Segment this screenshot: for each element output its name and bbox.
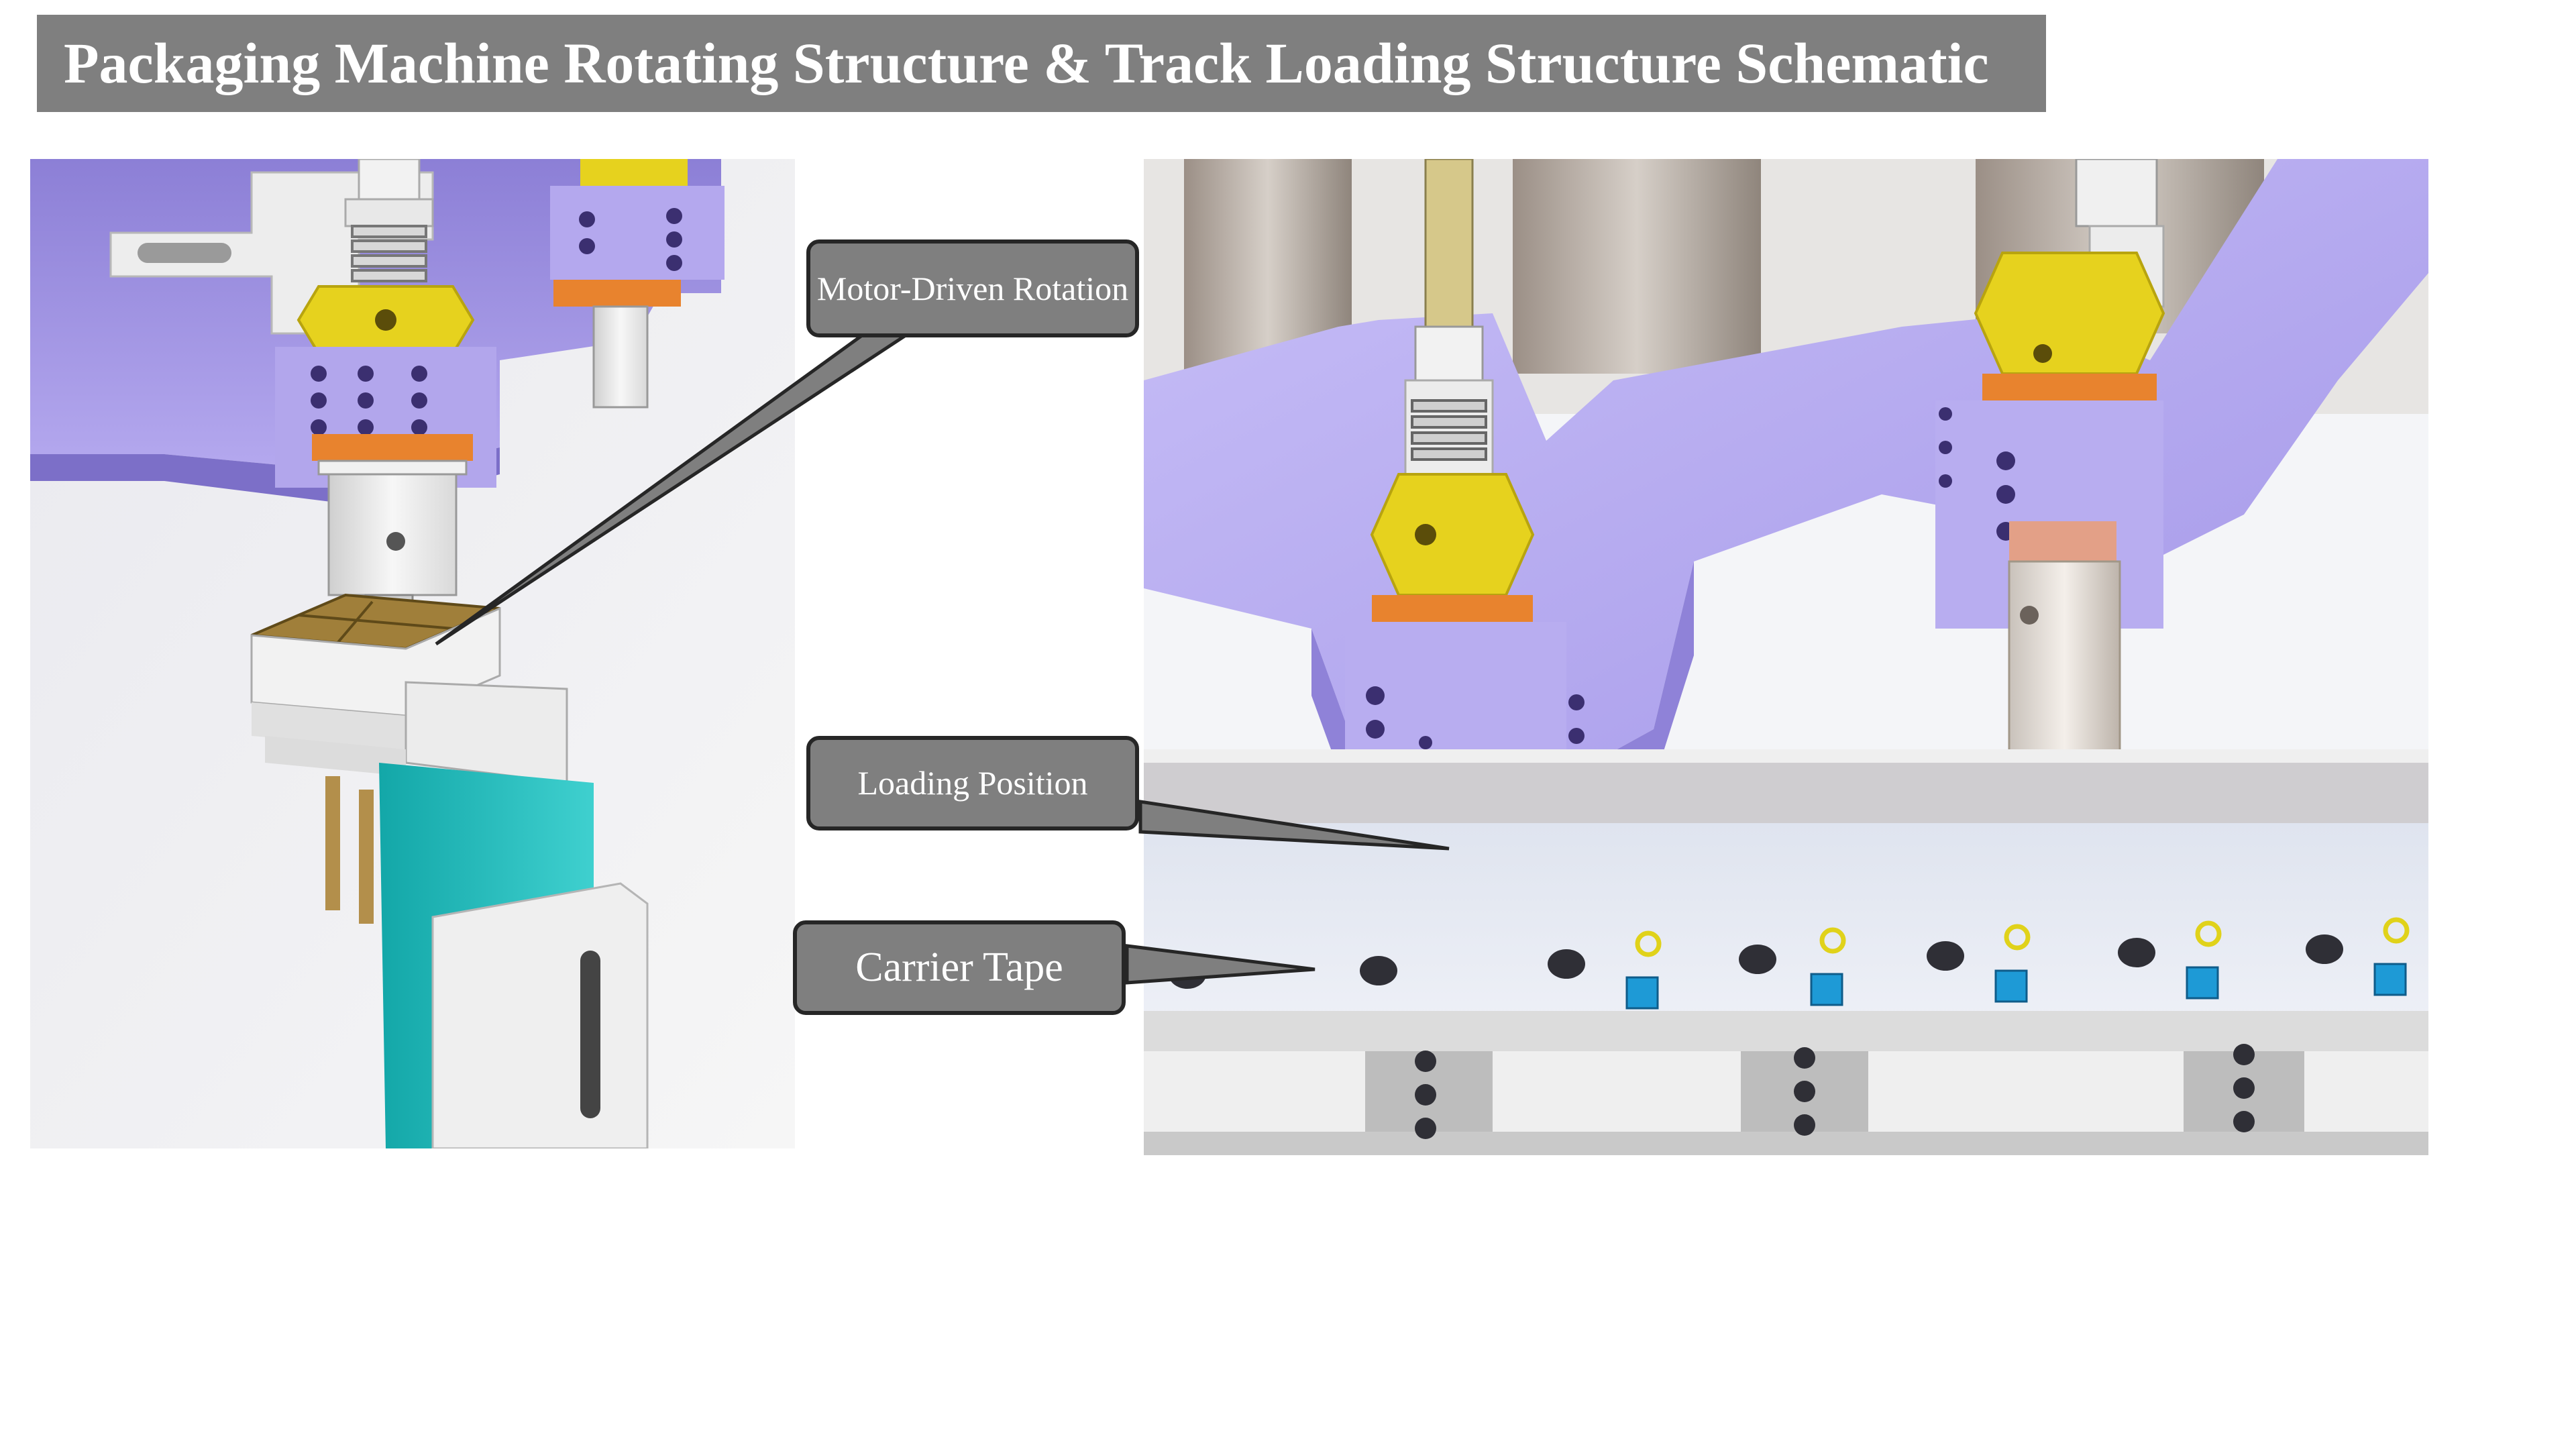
motor-driven-rotation-label: Motor-Driven Rotation <box>816 269 1129 307</box>
carrier-callout-box <box>793 920 1126 1015</box>
motor-pointer <box>435 333 912 646</box>
loading-pointer <box>1138 800 1450 851</box>
title-banner: Packaging Machine Rotating Structure & T… <box>37 15 2046 112</box>
loading-callout-box <box>806 736 1139 830</box>
carrier-pointer <box>1125 944 1316 985</box>
loading-position-label: Loading Position <box>857 764 1088 802</box>
carrier-tape-label: Carrier Tape <box>855 944 1063 990</box>
track-loading-structure-image <box>1144 159 2428 1155</box>
rotating-structure-image <box>30 159 795 1148</box>
motor-callout-box <box>806 239 1139 337</box>
page-title: Packaging Machine Rotating Structure & T… <box>64 31 1989 95</box>
